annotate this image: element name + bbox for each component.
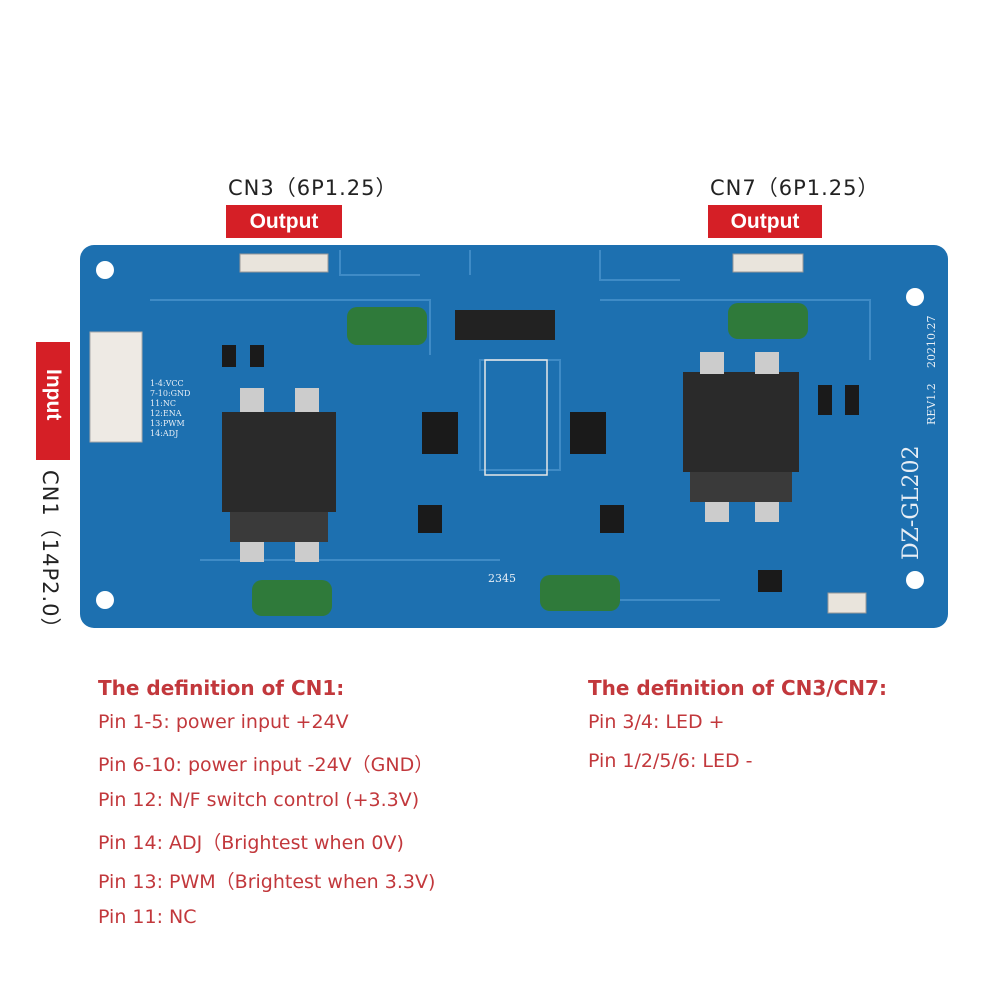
pin-legend-4: 12:ENA xyxy=(150,409,182,418)
chips xyxy=(222,310,859,592)
pin-legend-3: 11:NC xyxy=(150,399,176,408)
connector-cn3 xyxy=(239,253,329,273)
cn1-line: Pin 1-5: power input +24V xyxy=(98,711,349,733)
cn3-label: CN3（6P1.25） xyxy=(228,176,398,200)
board-date: 20210.27 xyxy=(925,316,938,369)
cn37-line: Pin 3/4: LED + xyxy=(588,711,725,733)
cn1-line: Pin 12: N/F switch control (+3.3V) xyxy=(98,789,420,811)
cn1-line: Pin 14: ADJ（Brightest when 0V) xyxy=(98,832,404,854)
cn7-label: CN7（6P1.25） xyxy=(710,176,880,200)
pin-legend-1: 1-4:VCC xyxy=(150,379,184,388)
pcb xyxy=(80,245,948,628)
cn1-definition-title: The definition of CN1: xyxy=(98,676,345,700)
cn37-line: Pin 1/2/5/6: LED - xyxy=(588,750,753,772)
board-model: DZ-GL202 xyxy=(899,445,924,560)
pin-legend-5: 13:PWM xyxy=(150,419,185,428)
connector-cn7 xyxy=(732,253,804,273)
transformer-outline xyxy=(484,359,548,476)
input-tag: Input xyxy=(36,342,70,460)
pin-legend-6: 14:ADJ xyxy=(150,429,178,438)
board-rev: REV1.2 xyxy=(925,383,938,425)
cn1-line: Pin 11: NC xyxy=(98,906,197,928)
cn1-line: Pin 6-10: power input -24V（GND） xyxy=(98,754,434,776)
input-tag-text: Input xyxy=(42,369,65,421)
connector-cn2 xyxy=(827,592,867,614)
output-tag-left: Output xyxy=(226,205,342,238)
transformer-right xyxy=(683,352,799,522)
cn37-definition: The definition of CN3/CN7: Pin 3/4: LED … xyxy=(588,676,887,789)
cn1-line: Pin 13: PWM（Brightest when 3.3V) xyxy=(98,871,436,893)
pin-legend-2: 7-10:GND xyxy=(150,389,190,398)
cn1-definition: The definition of CN1: Pin 1-5: power in… xyxy=(98,676,435,945)
mounting-holes xyxy=(96,261,924,609)
output-tag-right: Output xyxy=(708,205,822,238)
connector-cn1 xyxy=(89,331,143,443)
cn37-definition-title: The definition of CN3/CN7: xyxy=(588,676,887,700)
cn1-label: CN1（14P2.0） xyxy=(38,470,62,640)
transformer-left xyxy=(222,388,336,562)
capacitors xyxy=(252,303,808,616)
pcb-traces xyxy=(150,250,871,601)
board-marking: 2345 xyxy=(488,572,516,585)
